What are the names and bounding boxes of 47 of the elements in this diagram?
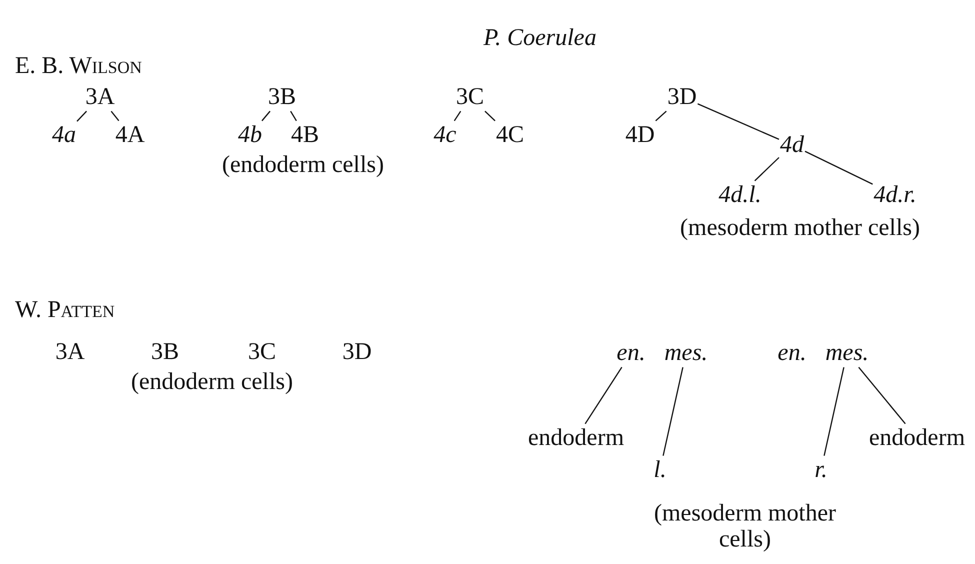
cell-label: 4d.r. [874, 182, 916, 208]
cell-label: 3D [342, 338, 372, 366]
connector-line [290, 110, 297, 122]
cell-label: r. [814, 456, 828, 484]
cell-label: 3C [456, 84, 484, 110]
cell-label: en. [778, 340, 806, 366]
group-note: (endoderm cells) [222, 152, 384, 178]
cell-label: 4c [434, 122, 456, 148]
connector-line [584, 366, 622, 424]
author-heading: E. B. Wilson [15, 52, 142, 80]
connector-line [76, 110, 87, 122]
cell-label: 4B [291, 122, 319, 148]
connector-line [824, 367, 844, 456]
group-note: (mesoderm mother cells) [653, 500, 837, 554]
cell-label: 3B [268, 84, 296, 110]
connector-line [110, 110, 120, 122]
cell-label: 4A [115, 122, 145, 148]
cell-label: endoderm [528, 424, 624, 452]
connector-line [484, 110, 496, 122]
cell-label: endoderm [869, 424, 965, 452]
cell-label: 3D [667, 84, 697, 110]
connector-line [697, 103, 780, 140]
cell-label: 4d.l. [718, 182, 762, 208]
cell-label: 4D [625, 122, 655, 148]
cell-label: 4C [496, 122, 524, 148]
connector-line [754, 157, 780, 182]
connector-line [804, 150, 873, 185]
connector-line [454, 110, 462, 122]
connector-line [262, 110, 270, 122]
cell-label: 4b [238, 122, 262, 148]
connector-line [858, 366, 906, 424]
author-heading: W. Patten [15, 296, 115, 324]
diagram-title: P. Coerulea [484, 24, 596, 52]
group-note: (endoderm cells) [131, 368, 293, 396]
group-note: (mesoderm mother cells) [680, 214, 920, 242]
connector-line [662, 367, 684, 456]
cell-label: l. [654, 456, 666, 484]
cell-label: mes. [664, 340, 708, 366]
cell-label: 3C [248, 338, 276, 366]
cell-label: 4a [52, 122, 76, 148]
cell-label: 4d [780, 132, 804, 158]
cell-label: 3B [151, 338, 179, 366]
connector-line [655, 110, 667, 122]
cell-label: 3A [55, 338, 85, 366]
cell-label: mes. [825, 340, 869, 366]
cell-label: en. [616, 340, 646, 366]
cell-label: 3A [85, 84, 115, 110]
